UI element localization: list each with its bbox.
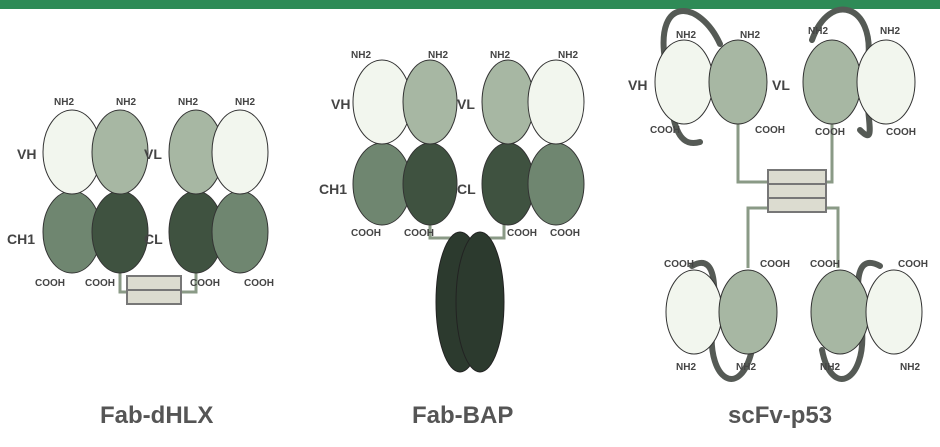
fab-dhlx-cooh-label-4: COOH	[244, 278, 274, 289]
scfv-p53-tetramer-box-3	[768, 198, 826, 212]
fab-bap-construct: NH2 NH2 NH2 NH2 VH VL CH1 CL COOH COOH C…	[319, 50, 584, 372]
scfv-p53-cooh-label-4: COOH	[886, 127, 916, 138]
scfv-p53-construct: NH2 NH2 NH2 NH2 VH VL COOH COOH COOH COO…	[628, 10, 928, 379]
scfv-p53-nh2-label-5: NH2	[676, 362, 696, 373]
fab-dhlx-cooh-label-1: COOH	[35, 278, 65, 289]
fab-dhlx-ch1-label: CH1	[7, 231, 35, 247]
fab-dhlx-vl-label: VL	[144, 146, 162, 162]
fab-dhlx-cl-domain-left	[92, 191, 148, 273]
scfv-p53-nh2-label-7: NH2	[820, 362, 840, 373]
fab-bap-ch1-domain-right	[528, 143, 584, 225]
fab-bap-vl-domain-right	[482, 60, 534, 144]
fab-dhlx-cl-label: CL	[144, 231, 163, 247]
fab-bap-cooh-label-2: COOH	[404, 228, 434, 239]
scfv-p53-vh-domain-bottom-left	[666, 270, 722, 354]
fab-dhlx-vh-label: VH	[17, 146, 36, 162]
fab-bap-dimer-domain-right	[456, 232, 504, 372]
scfv-p53-vh-label: VH	[628, 77, 647, 93]
scfv-p53-vl-label: VL	[772, 77, 790, 93]
fab-bap-vh-domain-left	[353, 60, 411, 144]
scfv-p53-vl-domain-top-right	[803, 40, 861, 124]
scfv-p53-cooh-label-1: COOH	[650, 125, 680, 136]
fab-bap-cl-domain-left	[403, 143, 457, 225]
fab-bap-ch1-label: CH1	[319, 181, 347, 197]
scfv-p53-cooh-label-8: COOH	[898, 259, 928, 270]
fab-bap-vl-label: VL	[457, 96, 475, 112]
scfv-p53-cooh-label-3: COOH	[815, 127, 845, 138]
scfv-p53-tetramer-box-2	[768, 184, 826, 198]
scfv-p53-vh-domain-bottom-right	[866, 270, 922, 354]
scfv-p53-cooh-label-5: COOH	[664, 259, 694, 270]
fab-bap-cl-label: CL	[457, 181, 476, 197]
scfv-p53-vl-domain-top-left	[709, 40, 767, 124]
fab-dhlx-cooh-label-3: COOH	[190, 278, 220, 289]
fab-dhlx-cooh-label-2: COOH	[85, 278, 115, 289]
scfv-p53-vl-domain-bottom-left	[719, 270, 777, 354]
scfv-p53-cooh-label-6: COOH	[760, 259, 790, 270]
fab-bap-cooh-label-3: COOH	[507, 228, 537, 239]
fab-bap-cl-domain-right	[482, 143, 534, 225]
scfv-p53-vh-domain-top-right	[857, 40, 915, 124]
fab-dhlx-nh2-label-1: NH2	[54, 97, 74, 108]
scfv-p53-nh2-label-6: NH2	[736, 362, 756, 373]
fab-dhlx-vl-domain-left	[92, 110, 148, 194]
fab-dhlx-nh2-label-3: NH2	[178, 97, 198, 108]
scfv-p53-cooh-label-2: COOH	[755, 125, 785, 136]
fab-dhlx-caption: Fab-dHLX	[100, 402, 213, 430]
fab-bap-nh2-label-1: NH2	[351, 50, 371, 61]
scfv-p53-nh2-label-8: NH2	[900, 362, 920, 373]
fab-dhlx-ch1-domain-right	[212, 191, 268, 273]
scfv-p53-cooh-label-7: COOH	[810, 259, 840, 270]
scfv-p53-nh2-label-3: NH2	[808, 26, 828, 37]
scfv-p53-vh-domain-top-left	[655, 40, 713, 124]
scfv-p53-vl-domain-bottom-right	[811, 270, 869, 354]
scfv-p53-caption: scFv-p53	[728, 402, 832, 430]
fab-dhlx-nh2-label-4: NH2	[235, 97, 255, 108]
fab-dhlx-vh-domain-right	[212, 110, 268, 194]
fab-bap-ch1-domain-left	[353, 143, 411, 225]
fab-dhlx-construct: NH2 NH2 NH2 NH2 VH VL CH1 CL COOH COOH C…	[7, 97, 274, 304]
fab-bap-vl-domain-left	[403, 60, 457, 144]
fab-bap-caption: Fab-BAP	[412, 402, 513, 430]
scfv-p53-tetramer-box-1	[768, 170, 826, 184]
scfv-p53-nh2-label-4: NH2	[880, 26, 900, 37]
fab-bap-nh2-label-4: NH2	[558, 50, 578, 61]
fab-bap-nh2-label-3: NH2	[490, 50, 510, 61]
fab-bap-nh2-label-2: NH2	[428, 50, 448, 61]
fab-bap-vh-label: VH	[331, 96, 350, 112]
fab-dhlx-nh2-label-2: NH2	[116, 97, 136, 108]
scfv-p53-nh2-label-2: NH2	[740, 30, 760, 41]
scfv-p53-nh2-label-1: NH2	[676, 30, 696, 41]
fab-bap-vh-domain-right	[528, 60, 584, 144]
fab-bap-cooh-label-4: COOH	[550, 228, 580, 239]
fab-bap-cooh-label-1: COOH	[351, 228, 381, 239]
